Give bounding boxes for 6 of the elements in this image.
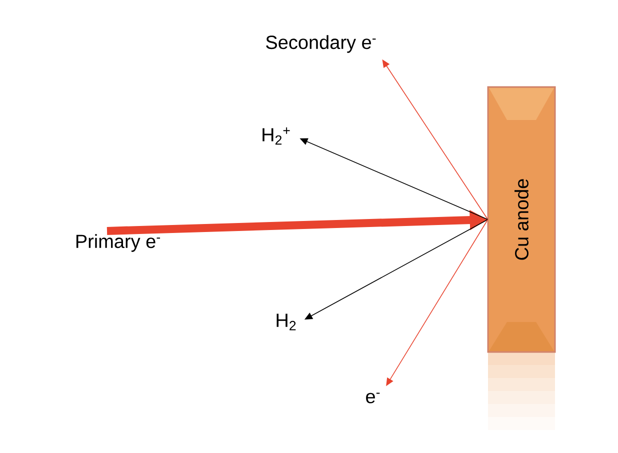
particle-label: H$_{2}$+ [262,127,290,145]
particle-label: Secondary e$^{-}$ [266,35,376,53]
particle-label: H$_{2}$ [276,314,296,330]
edge-label-text: Primary e$^{-}$ [76,234,160,252]
anode-bar: Cu anode [487,86,556,353]
particle-label: e$^{-}$ [366,392,380,404]
